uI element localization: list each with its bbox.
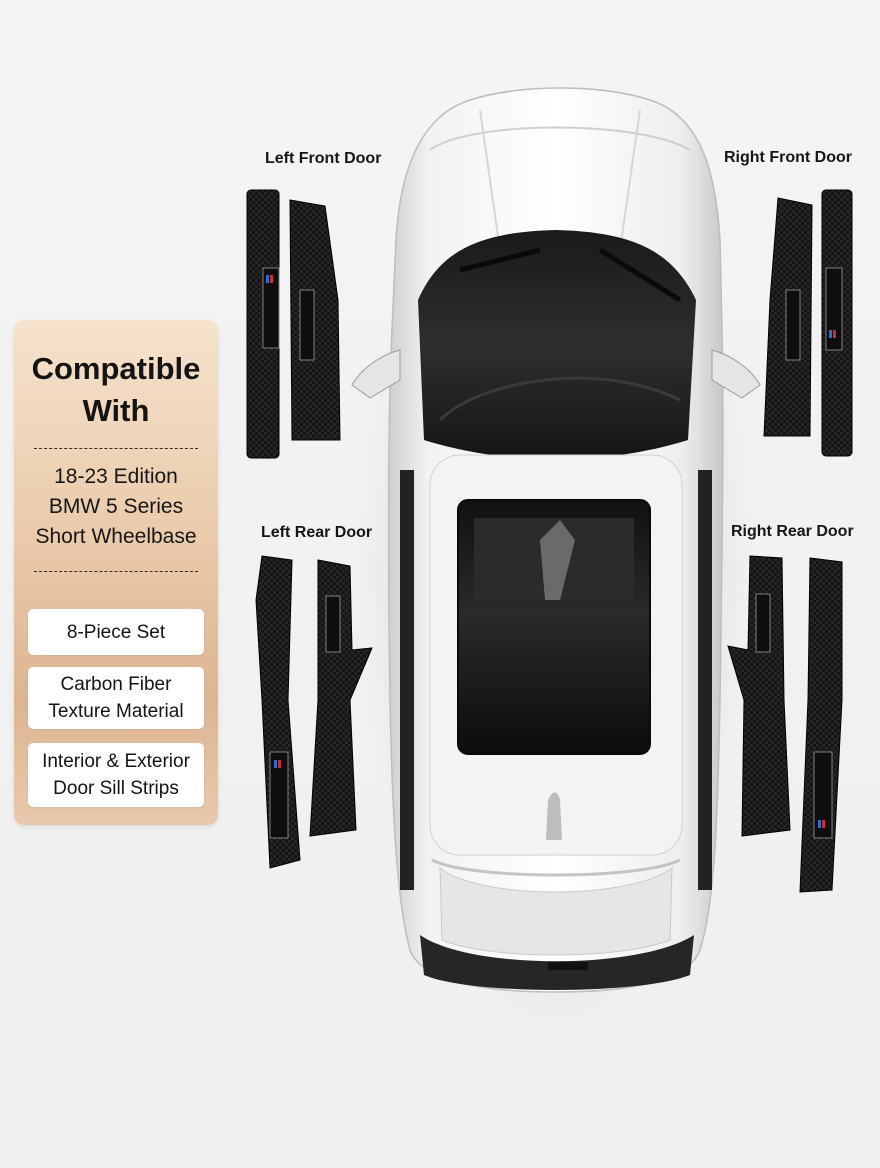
panel-title-line1: Compatible <box>31 351 201 386</box>
edition-line3: Short Wheelbase <box>35 525 197 548</box>
sill-strip-right-front <box>763 189 853 457</box>
edition-text: 18-23 Edition BMW 5 Series Short Wheelba… <box>14 462 218 552</box>
sill-strip-left-rear <box>255 555 373 869</box>
feature-chip-set: 8-Piece Set <box>28 609 204 655</box>
feature-chip-label: Carbon Fiber <box>60 674 172 695</box>
panel-title-line2: With <box>82 393 150 428</box>
label-right-rear-door: Right Rear Door <box>731 523 854 540</box>
compatibility-panel: Compatible With 18-23 Edition BMW 5 Seri… <box>14 320 218 825</box>
edition-line2: BMW 5 Series <box>48 495 184 518</box>
label-left-front-door: Left Front Door <box>265 150 382 167</box>
feature-chip-label: Door Sill Strips <box>53 778 179 799</box>
car-top-view <box>351 87 761 993</box>
label-right-front-door: Right Front Door <box>724 149 852 166</box>
feature-chip-label: Texture Material <box>48 701 184 722</box>
label-left-rear-door: Left Rear Door <box>261 524 373 541</box>
feature-chip-label: Interior & Exterior <box>42 751 190 772</box>
sill-strip-left-front <box>246 189 341 459</box>
divider-top <box>34 448 198 449</box>
divider-bottom <box>34 571 198 572</box>
sill-strip-right-rear <box>727 555 843 893</box>
edition-line1: 18-23 Edition <box>54 465 178 488</box>
feature-chip-label: 8-Piece Set <box>66 621 166 643</box>
feature-chip-sill-strips: Interior & Exterior Door Sill Strips <box>28 743 204 807</box>
panel-title: Compatible With <box>14 348 218 432</box>
feature-chip-material: Carbon Fiber Texture Material <box>28 667 204 729</box>
